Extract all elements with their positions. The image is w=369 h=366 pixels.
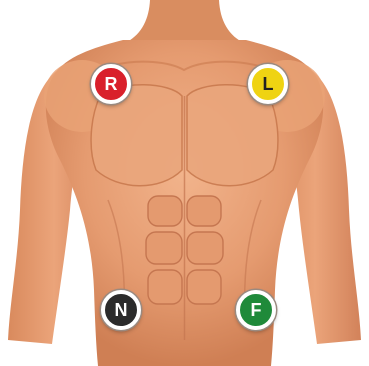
electrode-n: N [101, 290, 141, 330]
electrode-r: R [91, 64, 131, 104]
electrode-f-label: F [251, 301, 262, 319]
electrode-l-label: L [263, 75, 274, 93]
electrode-n-label: N [115, 301, 128, 319]
electrode-f: F [236, 290, 276, 330]
electrode-r-label: R [105, 75, 118, 93]
neck [123, 0, 246, 44]
electrode-l: L [248, 64, 288, 104]
